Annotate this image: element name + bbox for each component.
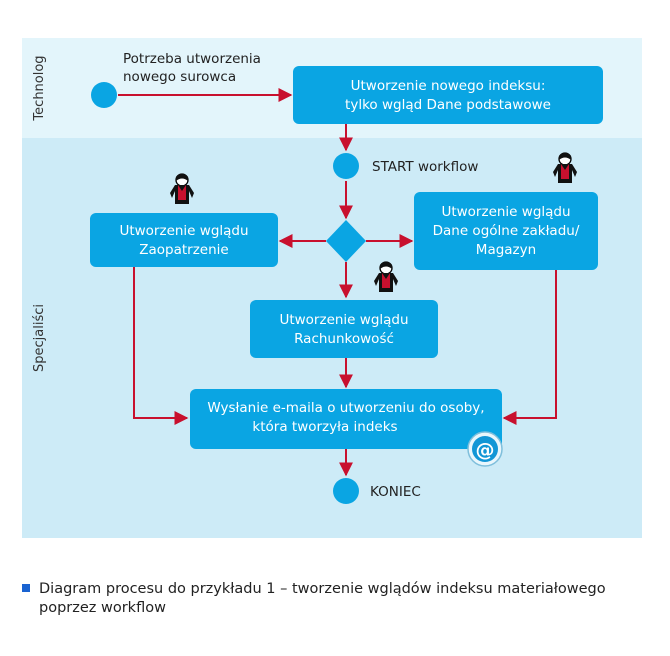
connector-arrows (118, 88, 557, 477)
box-procurement-line1: Utworzenie wglądu (119, 223, 248, 239)
arrow-plant-to-email (502, 270, 557, 425)
box-accounting-line1: Utworzenie wglądu (279, 312, 408, 328)
box-email-line1: Wysłanie e-maila o utworzeniu do osoby, (207, 400, 484, 416)
email-at-icon: @ (467, 431, 503, 467)
start-note-line2: nowego surowca (123, 69, 236, 85)
decision-gateway (326, 220, 366, 262)
start-note-line1: Potrzeba utworzenia (123, 51, 261, 67)
box-plant-data-line2: Dane ogólne zakładu/ (433, 223, 580, 239)
box-accounting-line2: Rachunkowość (294, 331, 394, 347)
caption-line2: poprzez workflow (39, 600, 166, 616)
box-create-index: Utworzenie nowego indeksu: tylko wgląd D… (293, 66, 603, 124)
box-accounting: Utworzenie wglądu Rachunkowość (250, 300, 438, 358)
start-node (91, 82, 117, 108)
box-plant-data-line1: Utworzenie wglądu (441, 204, 570, 220)
box-create-index-line1: Utworzenie nowego indeksu: (351, 78, 546, 94)
end-label: KONIEC (370, 484, 421, 500)
start-workflow-node (333, 153, 359, 179)
start-workflow-label: START workflow (372, 159, 478, 175)
email-at-symbol: @ (476, 439, 495, 461)
arrow-procurement-to-email (133, 267, 189, 425)
box-create-index-line2: tylko wgląd Dane podstawowe (345, 97, 551, 113)
box-plant-data: Utworzenie wglądu Dane ogólne zakładu/ M… (414, 192, 598, 270)
box-email: Wysłanie e-maila o utworzeniu do osoby, … (190, 389, 502, 449)
end-node (333, 478, 359, 504)
caption-line1: Diagram procesu do przykładu 1 – tworzen… (39, 581, 606, 597)
lane-label-specjalisci: Specjaliści (32, 304, 47, 372)
lane-label-technolog: Technolog (32, 55, 47, 121)
box-procurement-line2: Zaopatrzenie (139, 242, 228, 258)
box-procurement: Utworzenie wglądu Zaopatrzenie (90, 213, 278, 267)
caption-bullet-icon (22, 584, 30, 592)
box-plant-data-line3: Magazyn (476, 242, 536, 258)
box-email-line2: która tworzyła indeks (252, 419, 397, 435)
